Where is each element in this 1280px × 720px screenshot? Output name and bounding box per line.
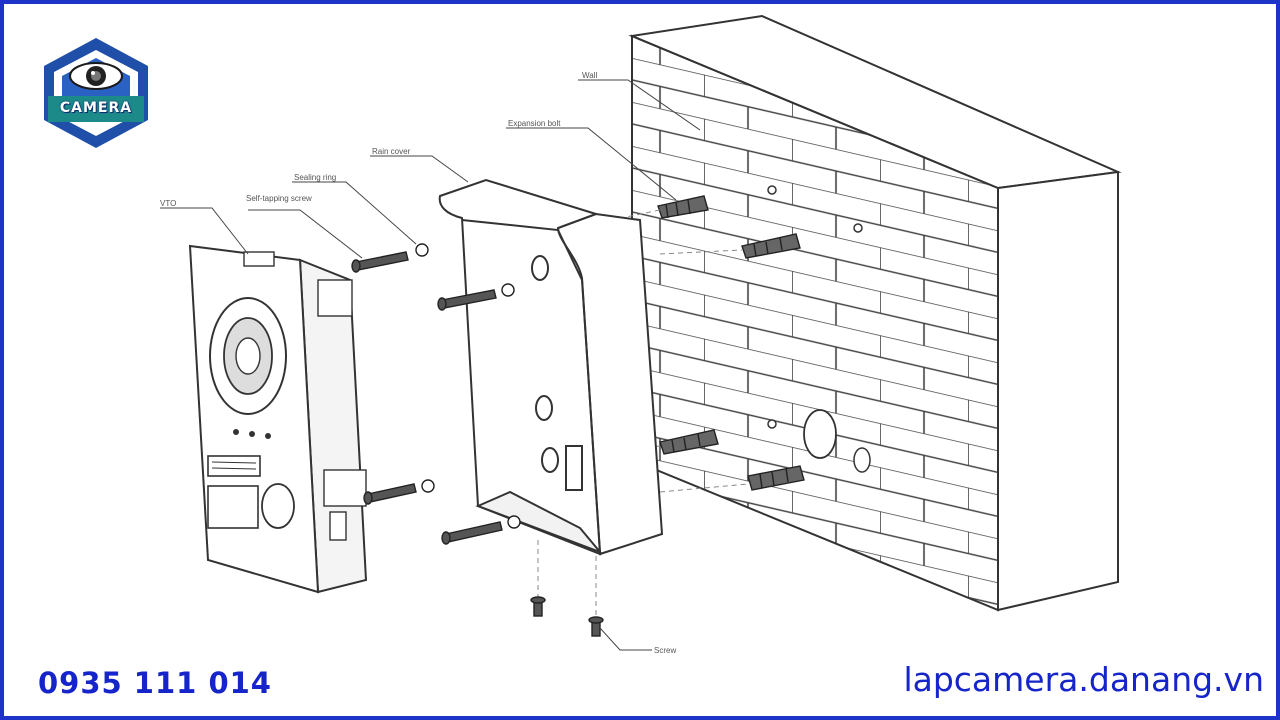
bottom-screw bbox=[530, 596, 546, 617]
expansion-bolt bbox=[741, 233, 801, 259]
brick-wall bbox=[628, 14, 1122, 612]
callout-sealing-ring: Sealing ring bbox=[294, 173, 336, 182]
logo-text: CAMERA bbox=[59, 100, 133, 116]
expansion-bolt bbox=[657, 195, 709, 219]
sealing-ring bbox=[507, 515, 521, 529]
callout-screw: Screw bbox=[654, 646, 676, 655]
callout-wall: Wall bbox=[582, 71, 597, 80]
sealing-ring bbox=[421, 479, 435, 493]
callout-self-tapping-screw: Self-tapping screw bbox=[246, 194, 312, 203]
self-tapping-screw bbox=[441, 521, 503, 545]
sealing-ring bbox=[501, 283, 515, 297]
bottom-screw bbox=[588, 616, 604, 637]
self-tapping-screw bbox=[437, 289, 497, 311]
camera-logo: CAMERA bbox=[40, 36, 152, 150]
callout-expansion-bolt: Expansion bolt bbox=[508, 119, 561, 128]
self-tapping-screw bbox=[363, 483, 417, 505]
sealing-ring bbox=[415, 243, 429, 257]
logo-hexagon-icon bbox=[44, 38, 148, 148]
expansion-bolts bbox=[657, 195, 805, 491]
self-tapping-screw bbox=[351, 251, 409, 273]
expansion-bolt bbox=[747, 465, 805, 491]
callout-vto: VTO bbox=[160, 199, 176, 208]
callout-leaders bbox=[160, 79, 701, 651]
rain-cover bbox=[438, 178, 664, 556]
phone-number: 0935 111 014 bbox=[38, 666, 272, 700]
vto-unit bbox=[188, 244, 368, 594]
website-url: lapcamera.danang.vn bbox=[903, 660, 1264, 699]
screws bbox=[351, 243, 604, 637]
callout-rain-cover: Rain cover bbox=[372, 147, 411, 156]
expansion-bolt bbox=[659, 429, 719, 455]
